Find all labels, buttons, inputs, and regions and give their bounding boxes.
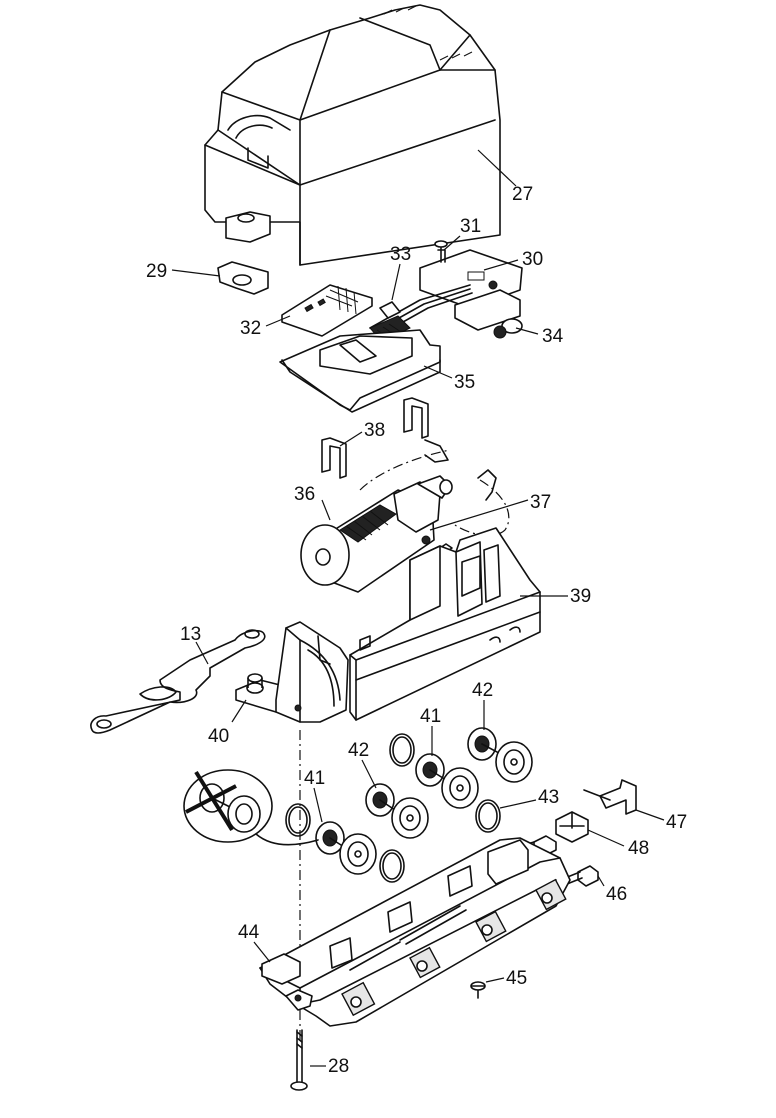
- brush-springs-38: [321, 397, 449, 479]
- callout-30: 30: [522, 249, 543, 270]
- callout-28: 28: [328, 1056, 349, 1077]
- callout-36: 36: [294, 484, 315, 505]
- light-tray-35: [279, 329, 441, 413]
- wheelsets: [183, 727, 533, 883]
- coupler-bar-13: [90, 629, 266, 734]
- wheelset-42-right: [467, 727, 533, 783]
- callout-29: 29: [146, 261, 167, 282]
- callout-46: 46: [606, 884, 627, 905]
- callout-32: 32: [240, 318, 261, 339]
- main-pcb: [369, 240, 523, 343]
- callout-48: 48: [628, 838, 649, 859]
- callout-41-middle: 41: [420, 706, 441, 727]
- callout-44: 44: [238, 922, 260, 943]
- motor-36: [300, 449, 510, 593]
- wheelset-41-middle: [415, 753, 479, 809]
- bracket-40: [235, 621, 349, 723]
- callout-39: 39: [570, 586, 591, 607]
- wheelset-41-lower: [315, 821, 377, 875]
- callout-34: 34: [542, 326, 564, 347]
- callout-33: 33: [390, 244, 411, 265]
- callout-35: 35: [454, 372, 475, 393]
- clip-29: [217, 261, 269, 295]
- callout-45: 45: [506, 968, 527, 989]
- callout-13: 13: [180, 624, 201, 645]
- callout-labels: 27 31 33 30 29 32 34 35 38 36 37 39 13 4…: [146, 184, 687, 1077]
- wheelset-42-left: [365, 783, 429, 839]
- callout-47: 47: [666, 812, 687, 833]
- callout-31: 31: [460, 216, 481, 237]
- callout-42-left: 42: [348, 740, 369, 761]
- callout-37: 37: [530, 492, 551, 513]
- detail-bubble: [183, 769, 319, 846]
- callout-38: 38: [364, 420, 385, 441]
- body-shell: [204, 4, 501, 266]
- chassis-frame-44: [259, 837, 571, 1027]
- callout-41-lower: 41: [304, 768, 325, 789]
- callout-27: 27: [512, 184, 533, 205]
- long-screw-28: [290, 1029, 308, 1091]
- screw-45: [470, 981, 486, 999]
- callout-43: 43: [538, 787, 559, 808]
- leader-lines: [171, 149, 665, 1067]
- circuit-board-32: [281, 284, 373, 337]
- gearbox-block-39: [349, 527, 541, 721]
- callout-42-right: 42: [472, 680, 493, 701]
- callout-40: 40: [208, 726, 229, 747]
